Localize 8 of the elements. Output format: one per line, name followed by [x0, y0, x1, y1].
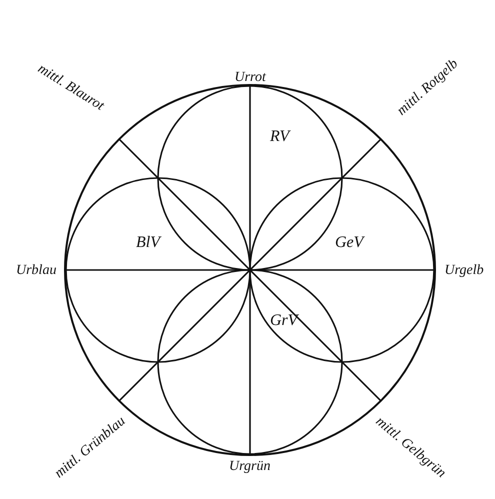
- sector-label: RV: [270, 128, 290, 146]
- hue-label: Urblau: [16, 263, 56, 279]
- sector-label: BlV: [136, 234, 160, 252]
- sector-label: GrV: [270, 312, 298, 330]
- hue-label: Urgelb: [444, 263, 484, 279]
- hue-label: Urgrün: [229, 459, 270, 475]
- sector-label: GeV: [335, 234, 364, 252]
- hue-label: Urrot: [234, 70, 266, 86]
